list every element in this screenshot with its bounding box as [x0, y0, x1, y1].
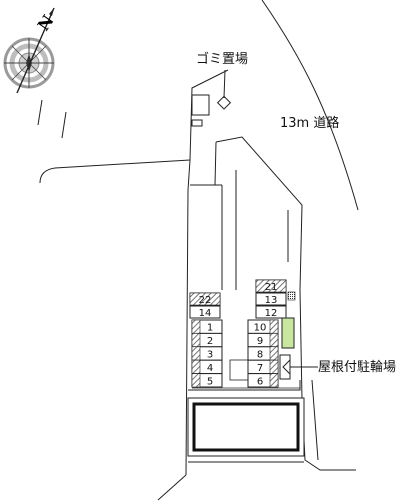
parking-slot-number: 5: [207, 376, 213, 387]
parking-slot: 4: [191, 359, 223, 375]
parking-slot-number: 7: [257, 363, 263, 374]
road-label: 13m 道路: [280, 116, 340, 131]
parking-slot-number: 12: [265, 308, 278, 319]
parking-slot-number: 9: [257, 336, 263, 347]
parking-slot: 22: [189, 292, 221, 306]
parking-slot: 7: [247, 359, 279, 375]
parking-slot: 10: [247, 319, 279, 334]
parking-slot-number: 8: [257, 350, 263, 361]
parking-slot-number: 2: [207, 336, 213, 347]
parking-slot: 1: [191, 319, 223, 334]
parking-slot-number: 21: [265, 282, 278, 293]
parking-slot: 8: [247, 346, 279, 361]
parking-slot-number: 1: [207, 323, 213, 334]
parking-slot: 3: [191, 346, 223, 361]
parking-slot: 13: [255, 292, 287, 306]
garbage-box: [191, 94, 210, 116]
parking-slot-number: 3: [207, 350, 213, 361]
parking-slot-number: 10: [254, 323, 267, 334]
parking-slot: 6: [247, 373, 279, 388]
parking-slot: 12: [255, 305, 287, 319]
parking-slot-number: 6: [257, 376, 263, 387]
parking-slot-number: 13: [265, 295, 278, 306]
parking-slot-number: 22: [199, 295, 212, 306]
parking-slot: 14: [189, 305, 221, 319]
garbage-area-label: ゴミ置場: [196, 52, 249, 67]
parking-slot: 21: [255, 279, 287, 293]
parking-slot: 9: [247, 332, 279, 348]
parking-slot: 2: [191, 332, 223, 348]
parking-slot-number: 4: [207, 363, 213, 374]
bike-shelter-area: [281, 317, 295, 349]
compass-icon: [3, 7, 55, 94]
north-label: N: [34, 11, 58, 34]
bike-parking-label: 屋根付駐輪場: [318, 360, 397, 375]
parking-slot: 5: [191, 373, 223, 388]
parking-slot-number: 14: [199, 308, 212, 319]
